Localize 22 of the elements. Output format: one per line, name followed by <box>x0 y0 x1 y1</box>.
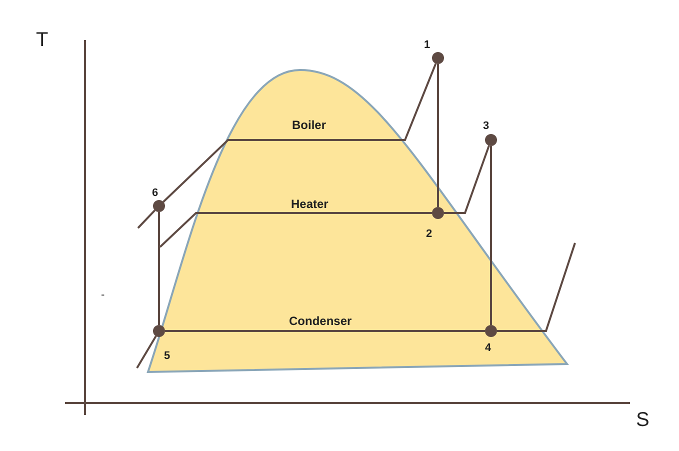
point-number: 2 <box>426 229 432 240</box>
point-number: 1 <box>424 40 430 51</box>
point-number: 4 <box>485 343 492 354</box>
process-label: Heater <box>291 198 328 210</box>
process-label: Condenser <box>289 315 352 327</box>
process-line <box>159 212 432 248</box>
process-line <box>136 336 157 368</box>
tick-mark: - <box>101 290 105 301</box>
process-line <box>444 145 490 214</box>
point-number: 3 <box>483 121 490 132</box>
process-line <box>165 330 485 332</box>
process-line <box>490 146 492 325</box>
process-line <box>437 64 439 207</box>
process-label: Boiler <box>292 119 326 131</box>
point-number: 6 <box>152 188 158 199</box>
process-line <box>158 212 160 325</box>
process-line <box>497 242 576 332</box>
process-line <box>137 210 156 229</box>
axis-label: S <box>636 410 650 430</box>
axis-label: T <box>36 30 48 50</box>
process-line <box>162 63 437 203</box>
point-number: 5 <box>164 351 170 362</box>
